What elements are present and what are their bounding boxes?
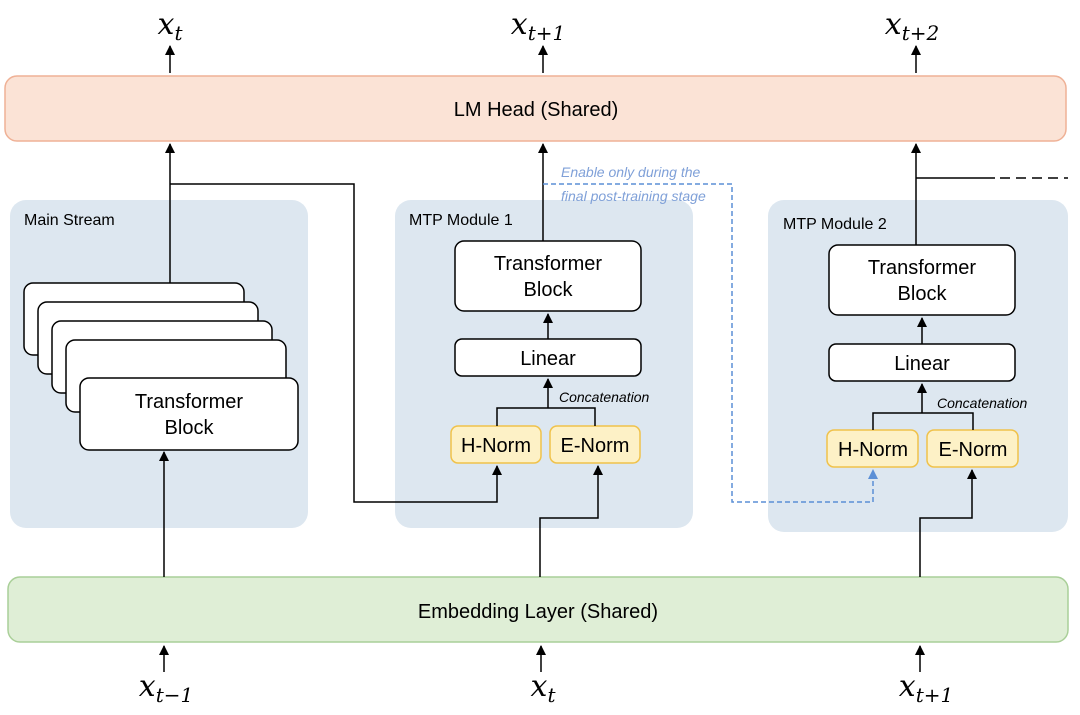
mtp-module-2-title: MTP Module 2	[783, 216, 887, 233]
output-token-2: xt+1	[511, 7, 565, 45]
mtp2-h-norm-label: H-Norm	[838, 439, 908, 461]
mtp1-h-norm	[450, 425, 542, 464]
optional-dashed-connector	[543, 183, 878, 503]
input-token-3: xt+1	[899, 669, 953, 707]
output-token-3: xt+2	[885, 7, 939, 45]
lm-head-label: LM Head (Shared)	[454, 99, 619, 121]
mtp1-e-norm-label: E-Norm	[561, 435, 630, 457]
main-stream-block-line2: Block	[165, 417, 215, 439]
main-stream-transformer-block	[79, 377, 299, 451]
mtp1-concat-label: Concatenation	[559, 389, 650, 405]
connectors	[159, 45, 1068, 672]
mtp1-linear-label: Linear	[520, 348, 576, 370]
annotation-line2: final post-training stage	[561, 188, 706, 204]
annotation-line1: Enable only during the	[561, 164, 701, 180]
mtp2-linear-label: Linear	[894, 353, 950, 375]
input-token-1: xt−1	[139, 669, 193, 707]
mtp1-transformer-block	[454, 240, 642, 312]
output-token-1: xt	[158, 7, 184, 45]
mtp2-block-line2: Block	[898, 283, 948, 305]
mtp2-block-line1: Transformer	[868, 257, 977, 279]
mtp-module-1-title: MTP Module 1	[409, 212, 513, 229]
mtp1-block-line2: Block	[524, 279, 574, 301]
input-token-2: xt	[531, 669, 557, 707]
mtp2-concat-label: Concatenation	[937, 395, 1028, 411]
mtp2-transformer-block	[828, 244, 1016, 316]
embedding-bar	[7, 576, 1069, 643]
lm-head-bar	[4, 75, 1067, 142]
embedding-label: Embedding Layer (Shared)	[418, 601, 658, 623]
main-stream-block-line1: Transformer	[135, 391, 244, 413]
mtp1-block-line1: Transformer	[494, 253, 603, 275]
mtp1-h-norm-label: H-Norm	[461, 435, 531, 457]
main-stream-title: Main Stream	[24, 212, 115, 229]
mtp2-e-norm-label: E-Norm	[939, 439, 1008, 461]
